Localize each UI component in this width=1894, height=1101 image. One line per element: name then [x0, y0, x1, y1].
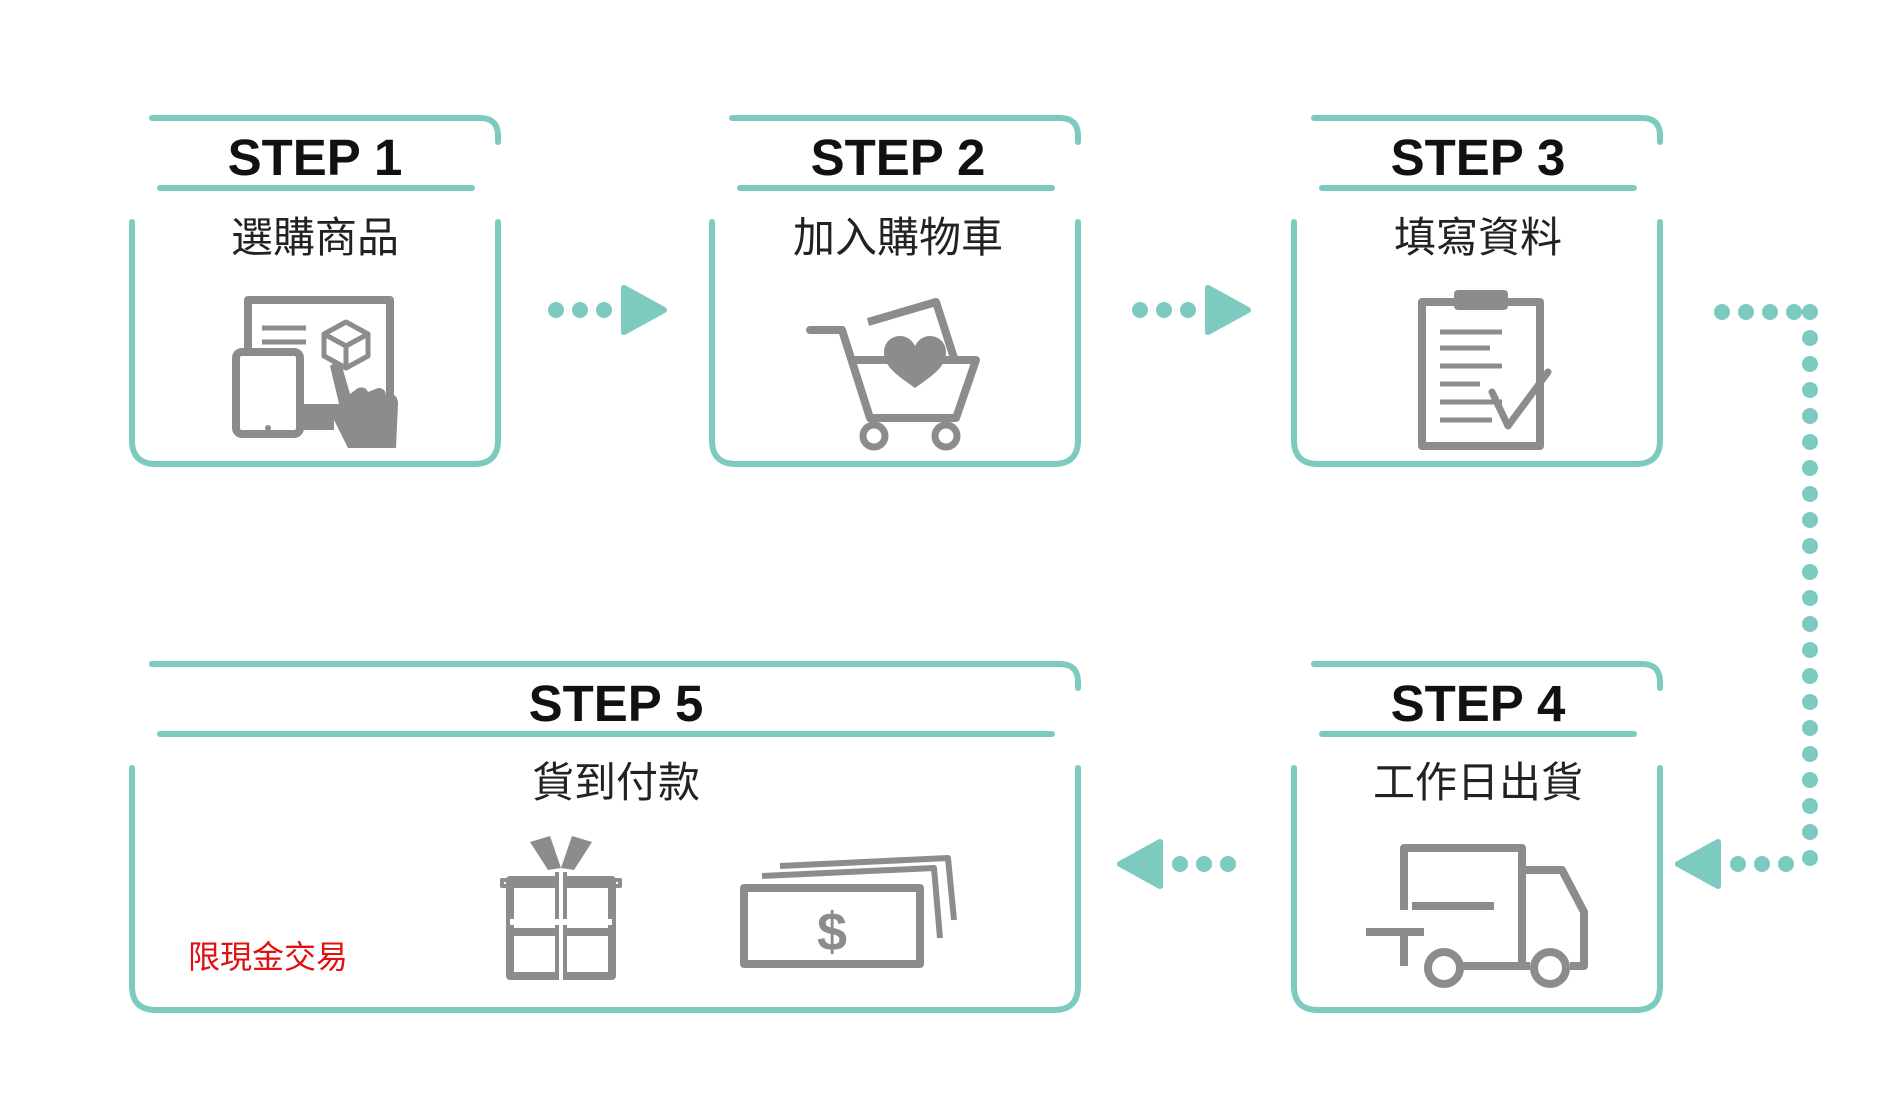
step-1-subtitle: 選購商品: [231, 213, 399, 262]
step-3-card: STEP 3 填寫資料: [1291, 115, 1663, 467]
arrow-step3-to-step4: [1675, 304, 1818, 889]
step-1-card: STEP 1 選購商品: [129, 115, 501, 467]
step-2-card: STEP 2 加入購物車: [709, 115, 1081, 467]
cash-bills-icon: $: [740, 855, 957, 968]
cash-only-note: 限現金交易: [188, 938, 348, 976]
shopping-cart-heart-icon: [806, 298, 980, 451]
step-5-subtitle: 貨到付款: [532, 758, 700, 807]
step-3-subtitle: 填寫資料: [1394, 213, 1562, 262]
step-5-title: STEP 5: [529, 675, 704, 732]
svg-text:$: $: [817, 902, 847, 962]
delivery-truck-icon: [1366, 844, 1588, 988]
step-5-card: STEP 5 貨到付款 限現金交易 $: [129, 661, 1081, 1013]
step-3-title: STEP 3: [1391, 129, 1566, 186]
clipboard-check-icon: [1418, 290, 1552, 450]
step-4-card: STEP 4 工作日出貨: [1291, 661, 1663, 1013]
arrow-step1-to-step2: [548, 285, 667, 335]
step-2-subtitle: 加入購物車: [793, 213, 1003, 262]
step-1-title: STEP 1: [228, 129, 403, 186]
gift-box-icon: [500, 836, 622, 980]
step-2-title: STEP 2: [811, 129, 986, 186]
arrow-step2-to-step3: [1132, 285, 1251, 335]
step-4-title: STEP 4: [1391, 675, 1566, 732]
step-4-subtitle: 工作日出貨: [1373, 758, 1583, 807]
arrow-step4-to-step5: [1117, 839, 1236, 889]
tablet-monitor-touch-icon: [232, 296, 398, 448]
